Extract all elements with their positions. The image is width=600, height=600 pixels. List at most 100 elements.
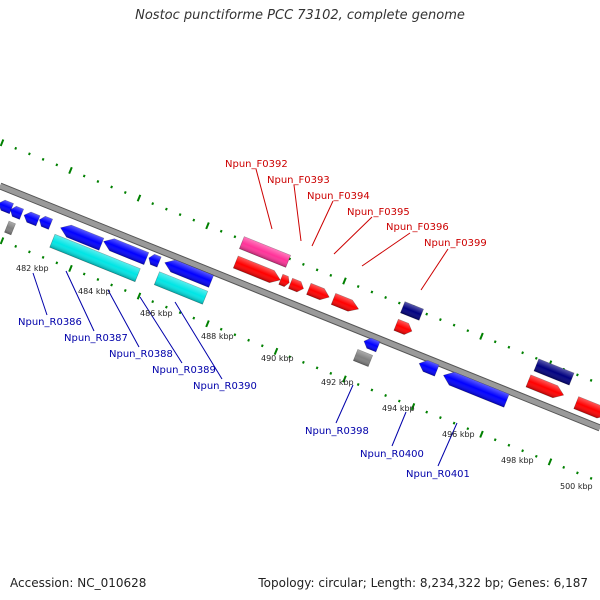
gene-dark-shade bbox=[400, 301, 424, 321]
gene-forward-shade bbox=[573, 396, 600, 419]
reverse-gene-labels: Npun_R0386 Npun_R0387 Npun_R0388 Npun_R0… bbox=[18, 317, 470, 480]
accession-text: Accession: NC_010628 bbox=[10, 576, 147, 590]
outer-tick-mark bbox=[205, 222, 210, 230]
outer-tick-mark bbox=[589, 378, 593, 382]
outer-tick-mark bbox=[397, 301, 401, 305]
gene-label-r0386: Npun_R0386 bbox=[18, 317, 82, 328]
inner-tick-mark bbox=[233, 333, 237, 337]
inner-tick-mark bbox=[425, 410, 429, 414]
outer-tick-mark bbox=[178, 213, 182, 217]
inner-tick-mark bbox=[534, 454, 538, 458]
gene-forward-shade bbox=[278, 274, 290, 287]
inner-tick-mark bbox=[479, 430, 484, 438]
outer-tick-mark bbox=[479, 332, 484, 340]
callout-lines bbox=[32, 168, 458, 467]
gene-dark bbox=[400, 301, 424, 321]
inner-tick-mark bbox=[151, 300, 155, 304]
scale-labels: 482 kbp 484 kbp 486 kbp 488 kbp 490 kbp … bbox=[16, 264, 593, 491]
outer-tick-mark bbox=[28, 152, 31, 156]
inner-tick-mark bbox=[302, 360, 305, 364]
gene-label-r0390: Npun_R0390 bbox=[193, 381, 257, 392]
gene-reverse-shade bbox=[0, 200, 14, 214]
scale-label: 498 kbp bbox=[501, 456, 534, 465]
callout-f0394 bbox=[311, 200, 334, 247]
scale-label: 486 kbp bbox=[140, 309, 173, 318]
outer-tick-mark bbox=[82, 174, 86, 178]
gene-rna bbox=[153, 271, 209, 305]
scale-label: 496 kbp bbox=[442, 430, 475, 439]
inner-tick-mark bbox=[28, 250, 31, 254]
outer-tick-mark bbox=[576, 373, 579, 377]
gene-reverse bbox=[23, 211, 41, 227]
callout-r0387 bbox=[65, 270, 95, 332]
genome-summary-text: Topology: circular; Length: 8,234,322 bp… bbox=[258, 576, 588, 590]
outer-tick-mark bbox=[425, 312, 429, 316]
callout-r0388 bbox=[107, 289, 140, 348]
gene-forward bbox=[393, 318, 413, 335]
inner-tick-mark bbox=[493, 438, 497, 442]
gene-forward bbox=[573, 396, 600, 419]
gene-reverse-shade bbox=[39, 216, 53, 230]
outer-tick-mark bbox=[384, 296, 387, 300]
forward-gene-labels: Npun_F0392 Npun_F0393 Npun_F0394 Npun_F0… bbox=[225, 159, 487, 249]
gene-forward bbox=[306, 282, 330, 301]
scale-label: 494 kbp bbox=[382, 404, 415, 413]
gene-forward bbox=[525, 374, 565, 399]
gene-label-r0398: Npun_R0398 bbox=[305, 426, 369, 437]
inner-tick-mark bbox=[0, 237, 5, 245]
inner-tick-ring bbox=[0, 237, 593, 480]
gene-pseudo bbox=[4, 220, 16, 236]
inner-tick-mark bbox=[315, 366, 319, 370]
inner-tick-mark bbox=[370, 388, 374, 392]
gene-reverse bbox=[363, 337, 381, 353]
inner-tick-mark bbox=[219, 327, 223, 331]
backbone bbox=[0, 183, 600, 431]
scale-label: 488 kbp bbox=[201, 332, 234, 341]
outer-tick-mark bbox=[342, 277, 347, 285]
gene-reverse bbox=[10, 205, 25, 220]
gene-reverse bbox=[60, 224, 105, 251]
gene-forward-shade bbox=[525, 374, 564, 398]
scale-label: 482 kbp bbox=[16, 264, 49, 273]
gene-reverse-shade bbox=[103, 238, 149, 265]
gene-label-f0399: Npun_F0399 bbox=[424, 238, 487, 249]
inner-tick-mark bbox=[342, 375, 347, 383]
inner-tick-mark bbox=[192, 316, 196, 320]
gene-forward-shade bbox=[393, 319, 412, 335]
gene-forward bbox=[288, 277, 304, 293]
inner-tick-mark bbox=[356, 382, 360, 386]
gene-rna bbox=[49, 233, 141, 283]
gene-reverse bbox=[0, 199, 14, 215]
outer-tick-mark bbox=[123, 191, 127, 195]
inner-tick-mark bbox=[384, 394, 387, 398]
outer-tick-mark bbox=[14, 146, 18, 150]
inner-tick-mark bbox=[260, 344, 264, 348]
callout-f0392 bbox=[255, 168, 273, 230]
inner-tick-mark bbox=[96, 277, 100, 281]
gene-reverse-shade bbox=[24, 212, 41, 226]
inner-tick-mark bbox=[273, 347, 279, 355]
callout-r0389 bbox=[139, 296, 183, 364]
inner-tick-mark bbox=[397, 399, 401, 403]
gene-label-r0388: Npun_R0388 bbox=[109, 349, 173, 360]
outer-tick-mark bbox=[68, 166, 73, 175]
gene-rna-shade bbox=[154, 271, 208, 305]
gene-label-f0392: Npun_F0392 bbox=[225, 159, 288, 170]
callout-r0386 bbox=[32, 272, 48, 316]
outer-tick-mark bbox=[165, 207, 168, 211]
inner-tick-mark bbox=[205, 320, 210, 328]
gene-reverse-shade bbox=[419, 360, 440, 377]
outer-tick-mark bbox=[96, 179, 100, 183]
inner-tick-mark bbox=[576, 471, 579, 475]
gene-reverse bbox=[39, 215, 54, 230]
inner-tick-mark bbox=[55, 261, 59, 265]
inner-tick-mark bbox=[547, 458, 553, 466]
gene-pseudo bbox=[352, 349, 374, 367]
gene-reverse-shade bbox=[364, 338, 381, 352]
outer-tick-mark bbox=[55, 163, 59, 167]
gene-forward-highlight-shade bbox=[239, 236, 291, 268]
gene-label-r0400: Npun_R0400 bbox=[360, 449, 424, 460]
gene-reverse bbox=[164, 259, 215, 288]
gene-forward bbox=[232, 255, 281, 283]
inner-tick-mark bbox=[110, 283, 113, 287]
